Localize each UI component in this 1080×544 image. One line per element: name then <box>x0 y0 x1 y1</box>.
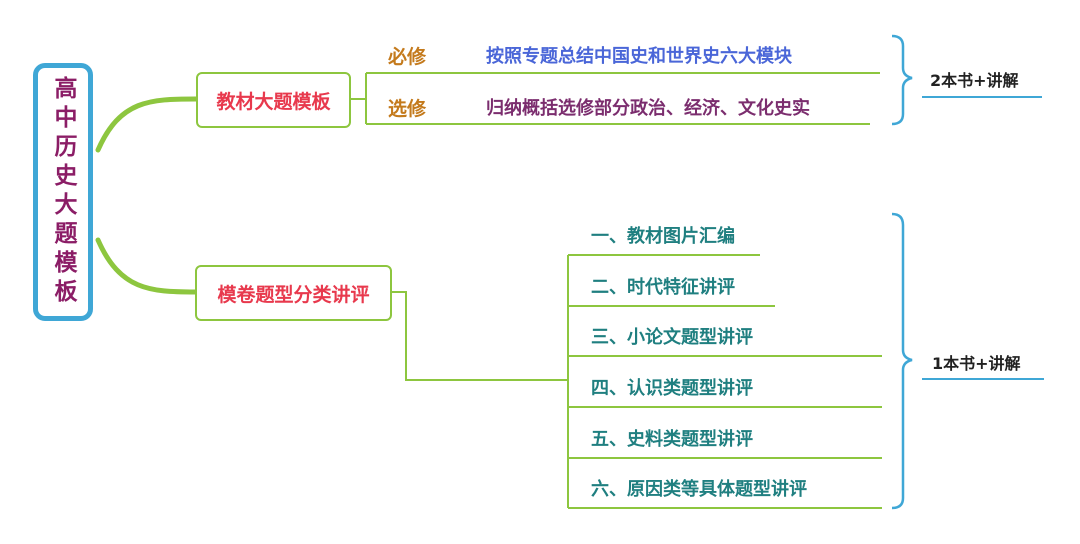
root-to-branch-b-line <box>95 237 198 295</box>
elective-label: 选修 <box>388 98 427 120</box>
brace-a <box>891 34 913 126</box>
summary-a-text: 2本书+讲解 <box>930 71 1019 90</box>
branch-a-connector <box>351 73 367 124</box>
exam-item-2: 二、时代特征讲评 <box>591 277 735 298</box>
exam-item-6: 六、原因类等具体题型讲评 <box>591 479 807 500</box>
branch-b-connector <box>392 291 568 381</box>
summary-b-text: 1本书+讲解 <box>932 354 1021 373</box>
branch-textbook-node: 教材大题模板 <box>196 72 351 128</box>
exam-item-3: 三、小论文题型讲评 <box>591 327 753 348</box>
item-underlines <box>568 254 882 509</box>
required-text: 按照专题总结中国史和世界史六大模块 <box>486 46 792 67</box>
exam-item-1: 一、教材图片汇编 <box>591 226 735 247</box>
root-title: 高中历史大题模板 <box>50 76 76 308</box>
brace-b <box>891 212 913 510</box>
branch-exam-title: 模卷题型分类讲评 <box>217 283 370 306</box>
elective-text: 归纳概括选修部分政治、经济、文化史实 <box>486 98 810 119</box>
branch-exam-node: 模卷题型分类讲评 <box>195 265 392 321</box>
branch-textbook-title: 教材大题模板 <box>216 90 331 113</box>
required-label: 必修 <box>388 46 427 68</box>
exam-item-4: 四、认识类题型讲评 <box>591 378 753 399</box>
root-node: 高中历史大题模板 <box>33 63 93 321</box>
root-to-branch-a-line <box>95 96 199 153</box>
exam-item-5: 五、史料类题型讲评 <box>591 429 753 450</box>
